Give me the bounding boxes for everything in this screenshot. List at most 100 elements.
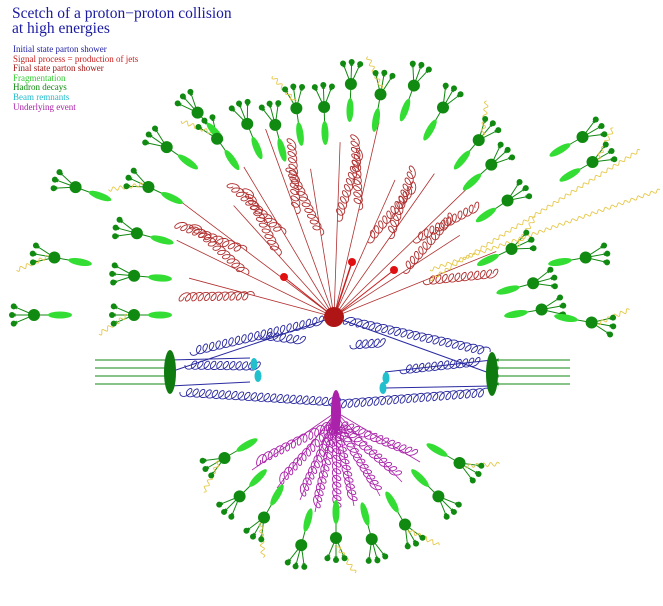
hadron <box>485 158 498 171</box>
fragmentation-blob <box>177 154 199 170</box>
decay-product <box>528 236 535 243</box>
decay-product <box>250 533 256 540</box>
fragmentation-blob <box>148 311 172 319</box>
final-line <box>233 205 335 318</box>
hadron <box>505 243 518 256</box>
final-gluon <box>285 167 325 236</box>
decay-product <box>450 508 457 515</box>
hadron <box>128 269 141 282</box>
legend: Initial state parton shower Signal proce… <box>13 44 139 112</box>
decay-product <box>50 185 57 192</box>
fragmentation-blob <box>346 98 354 122</box>
final-gluon <box>226 183 287 235</box>
decay-product <box>110 279 117 286</box>
decay-product <box>228 513 235 520</box>
hadron <box>191 106 204 119</box>
decay-product <box>282 86 289 93</box>
decay-product <box>236 100 243 107</box>
fragmentation-blob <box>504 309 528 319</box>
decay-product <box>244 98 251 105</box>
decay-product <box>592 116 599 123</box>
arrow-head <box>495 358 499 362</box>
fragmentation-blob <box>251 136 263 160</box>
hadron <box>290 102 303 115</box>
final-gluon <box>174 222 248 252</box>
decay-product <box>604 259 611 266</box>
fragmentation-blob <box>148 274 172 282</box>
fragmentation-blob <box>249 469 267 487</box>
underlying-gluon <box>299 420 337 497</box>
decay-product <box>228 105 235 112</box>
decay-product <box>208 472 215 479</box>
initial-gluon <box>184 360 261 371</box>
decay-product <box>607 331 614 338</box>
decay-product <box>611 156 618 163</box>
final-gluon <box>178 291 255 302</box>
legend-signal-process: Signal process = production of jets <box>13 53 139 64</box>
fragmentation-blob <box>270 484 284 506</box>
fragmentation-blob <box>548 257 572 267</box>
final-line <box>189 277 335 318</box>
initial-line <box>384 359 493 373</box>
decay-product <box>516 179 523 186</box>
final-gluon <box>402 212 453 274</box>
final-line <box>333 173 435 318</box>
hadron <box>28 309 40 321</box>
hadron <box>48 251 61 264</box>
decay-product <box>201 117 208 124</box>
decay-product <box>112 233 119 240</box>
fragmentation-blob <box>332 500 340 524</box>
decay-product <box>195 124 202 131</box>
decay-product <box>152 125 159 132</box>
final-gluon <box>188 224 250 276</box>
hadron <box>330 532 342 544</box>
final-line <box>174 196 335 318</box>
decay-product <box>522 185 529 192</box>
decay-product <box>109 270 116 277</box>
decay-product <box>608 148 615 154</box>
final-line <box>333 177 479 318</box>
decay-product <box>482 116 489 123</box>
decay-product <box>179 93 186 100</box>
decay-product <box>601 131 608 138</box>
fragmentation-blob <box>453 150 471 170</box>
initial-line <box>384 385 493 389</box>
decay-product <box>381 69 388 76</box>
decay-product <box>145 131 152 138</box>
initial-gluon <box>259 331 306 345</box>
initial-gluon <box>179 388 341 407</box>
final-line <box>243 166 335 318</box>
hadron <box>374 88 387 101</box>
fragmentation-blob <box>150 235 174 245</box>
legend-final-state: Final state parton shower <box>13 63 104 74</box>
decay-product <box>497 141 504 148</box>
final-line <box>333 142 341 318</box>
hadron <box>535 303 548 316</box>
decay-product <box>409 60 416 67</box>
fragmentation-blob <box>549 143 571 157</box>
decay-product <box>174 100 181 107</box>
photon <box>429 149 641 281</box>
decay-product <box>328 83 335 90</box>
fragmentation-blob <box>360 502 370 526</box>
decay-product <box>187 88 194 95</box>
decay-product <box>29 259 36 266</box>
decay-product <box>340 60 347 67</box>
decay-product <box>404 543 411 550</box>
remnant <box>250 358 258 370</box>
fragmentation-blob <box>423 119 437 141</box>
decay-product <box>142 139 149 146</box>
decay-product <box>489 120 496 127</box>
decay-product <box>530 245 537 252</box>
decay-product <box>111 262 118 269</box>
hadron <box>258 511 270 524</box>
decay-product <box>469 477 476 484</box>
hadron <box>586 156 599 168</box>
decay-product <box>333 557 339 563</box>
hadron <box>437 101 449 114</box>
decay-product <box>311 84 318 91</box>
hadron <box>585 316 598 329</box>
final-line <box>310 168 335 318</box>
decay-product <box>598 123 605 129</box>
decay-product <box>443 513 450 520</box>
